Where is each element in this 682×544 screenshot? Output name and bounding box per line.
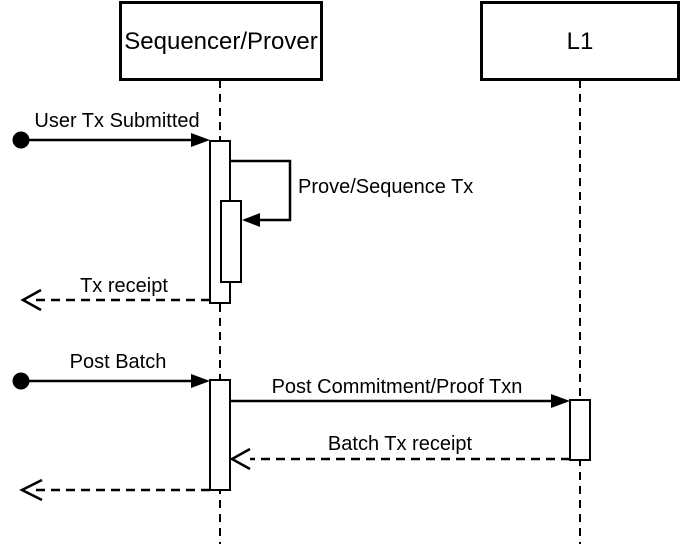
solid-arrowhead-user-tx-submitted xyxy=(191,133,210,147)
message-label-tx-receipt: Tx receipt xyxy=(80,275,168,297)
actor-label-l1: L1 xyxy=(567,28,594,55)
activation-bar-sequencer-2 xyxy=(209,379,231,491)
found-message-circle-2 xyxy=(12,372,30,390)
open-arrowhead-final-reply xyxy=(19,478,43,502)
message-label-batch-tx-receipt: Batch Tx receipt xyxy=(328,433,473,455)
actor-label-sequencer-prover: Sequencer/Prover xyxy=(124,28,317,55)
activation-bar-l1 xyxy=(569,399,591,461)
open-arrowhead-tx-receipt xyxy=(20,288,42,312)
solid-arrowhead-post-batch xyxy=(191,374,210,388)
open-arrowhead-batch-tx-receipt xyxy=(229,447,251,471)
message-line-prove-sequence-tx xyxy=(230,159,292,222)
message-label-prove-sequence-tx: Prove/Sequence Tx xyxy=(298,176,473,198)
activation-bar-sequencer-nested xyxy=(220,200,242,283)
message-label-user-tx-submitted: User Tx Submitted xyxy=(34,110,199,132)
solid-arrowhead-prove-sequence-tx xyxy=(242,213,260,227)
message-label-post-commitment-proof-txn: Post Commitment/Proof Txn xyxy=(272,376,523,398)
solid-arrowhead-post-commitment-proof-txn xyxy=(551,394,570,408)
actor-box-l1 xyxy=(480,1,680,81)
actor-box-sequencer-prover xyxy=(119,1,323,81)
message-label-post-batch: Post Batch xyxy=(70,351,167,373)
found-message-circle-1 xyxy=(12,131,30,149)
